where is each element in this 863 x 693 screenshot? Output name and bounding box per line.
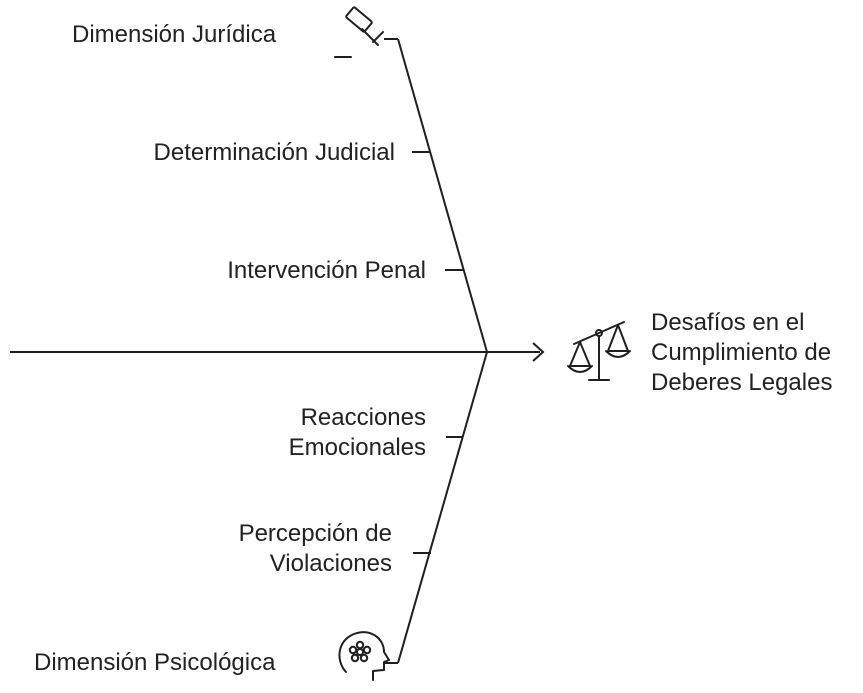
gavel-icon bbox=[334, 6, 384, 58]
bottom-cause-label-2-line2: Violaciones bbox=[269, 550, 392, 577]
effect-label-line3: Deberes Legales bbox=[651, 369, 833, 396]
bottom-cause-label-2: Percepción de Violaciones bbox=[239, 519, 392, 579]
top-cause-label-2: Intervención Penal bbox=[227, 257, 426, 284]
bottom-cause-label-1: Reacciones Emocionales bbox=[289, 403, 426, 463]
spine-arrowhead bbox=[532, 342, 545, 362]
bottom-bone-line bbox=[397, 351, 488, 664]
bottom-category-label: Dimensión Psicológica bbox=[34, 649, 276, 676]
effect-label-line1: Desafíos en el bbox=[651, 309, 805, 336]
effect-label-line2: Cumplimiento de bbox=[651, 339, 832, 366]
bottom-cause-label-1-line1: Reacciones bbox=[300, 404, 426, 431]
bottom-cause-label-2-line1: Percepción de bbox=[238, 520, 392, 547]
top-category-label: Dimensión Jurídica bbox=[72, 21, 277, 48]
effect-label: Desafíos en el Cumplimiento de Deberes L… bbox=[651, 308, 832, 398]
bottom-cause-label-1-line2: Emocionales bbox=[288, 434, 426, 461]
scales-icon bbox=[567, 321, 631, 381]
top-bone-line bbox=[397, 38, 488, 353]
top-cause-label-1: Determinación Judicial bbox=[153, 139, 395, 166]
head-flower-icon bbox=[338, 631, 390, 681]
